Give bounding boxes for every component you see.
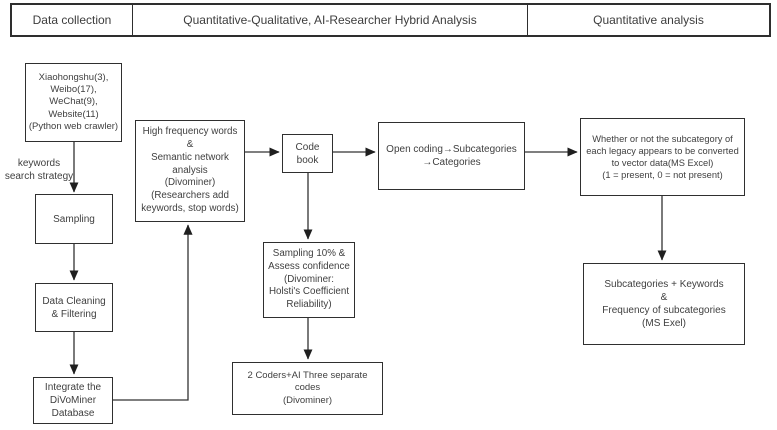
phase-quantitative-analysis: Quantitative analysis — [527, 5, 769, 35]
arrow-integrate-to-highfreq — [113, 224, 193, 401]
phase-header: Data collection Quantitative-Qualitative… — [10, 3, 771, 37]
node-sampling: Sampling — [35, 194, 113, 244]
node-subcategories-keywords: Subcategories + Keywords & Frequency of … — [583, 263, 745, 345]
node-high-frequency-words: High frequency words & Semantic network … — [135, 120, 245, 222]
phase-data-collection: Data collection — [32, 13, 112, 27]
node-sampling-10-percent: Sampling 10% & Assess confidence (Divomi… — [263, 242, 355, 318]
node-vector-data: Whether or not the subcategory of each l… — [580, 118, 745, 196]
node-data-sources: Xiaohongshu(3), Weibo(17), WeChat(9), We… — [25, 63, 122, 142]
node-data-cleaning: Data Cleaning & Filtering — [35, 283, 113, 332]
node-integrate-divominer: Integrate the DiVoMiner Database — [33, 377, 113, 424]
node-code-book: Code book — [282, 134, 333, 173]
edge-label-keywords-search-strategy: keywords search strategy — [4, 158, 74, 182]
phase-hybrid-analysis: Quantitative-Qualitative, AI-Researcher … — [132, 5, 527, 35]
node-open-coding: Open coding→Subcategories →Categories — [378, 122, 525, 190]
node-coders-separate-codes: 2 Coders+AI Three separate codes (Divomi… — [232, 362, 383, 415]
